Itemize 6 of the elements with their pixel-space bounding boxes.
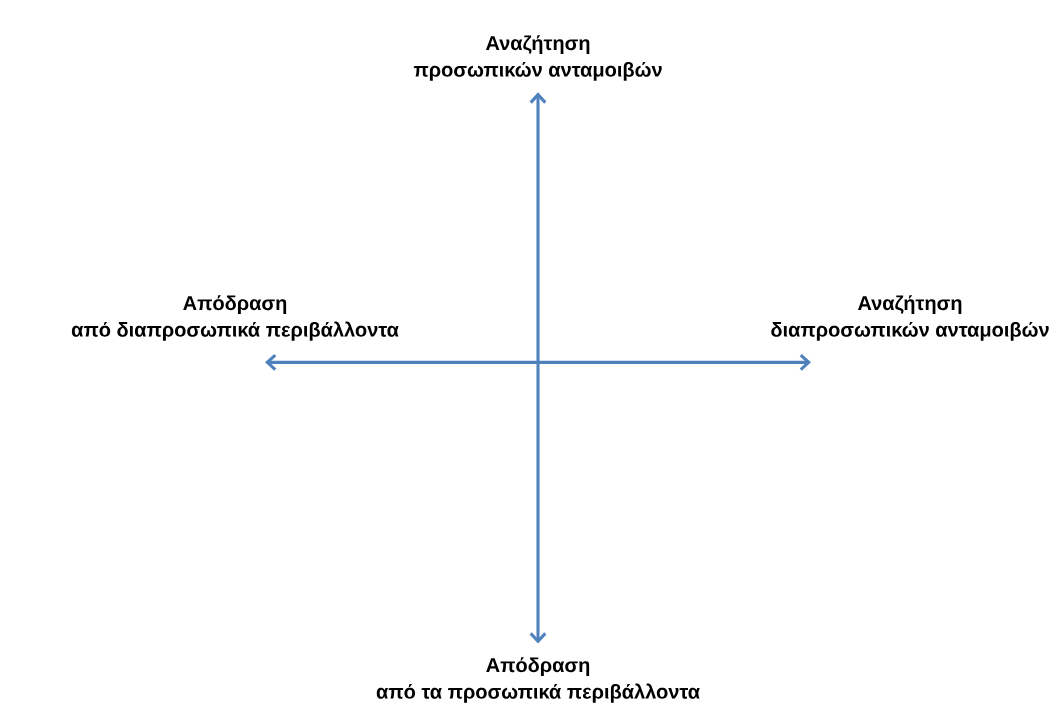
- double-arrow: [529, 92, 547, 644]
- axis-label: Απόδραση από τα προσωπικά περιβάλλοντα: [376, 657, 700, 703]
- axis-label: Αναζήτηση διαπροσωπικών ανταμοιβών: [771, 295, 1049, 341]
- double-arrow: [265, 353, 811, 371]
- axis-label: Απόδραση από διαπροσωπικά περιβάλλοντα: [71, 295, 399, 341]
- axis-label: Αναζήτηση προσωπικών ανταμοιβών: [413, 35, 662, 81]
